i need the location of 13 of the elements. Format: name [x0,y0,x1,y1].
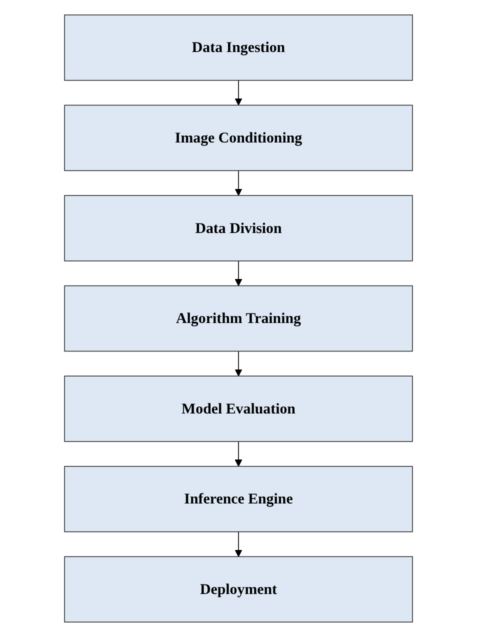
node-box: Deployment [64,556,413,622]
node-box: Data Division [64,195,413,262]
arrow [234,350,242,376]
arrow [234,260,242,286]
node-box: Algorithm Training [64,285,413,352]
arrow [234,80,242,106]
node-box: Image Conditioning [64,104,413,172]
node-box: Model Evaluation [64,376,413,442]
arrow [234,170,242,196]
arrow [234,531,242,557]
node-box: Inference Engine [64,466,413,532]
arrow [234,441,242,467]
node-box: Data Ingestion [64,14,413,81]
